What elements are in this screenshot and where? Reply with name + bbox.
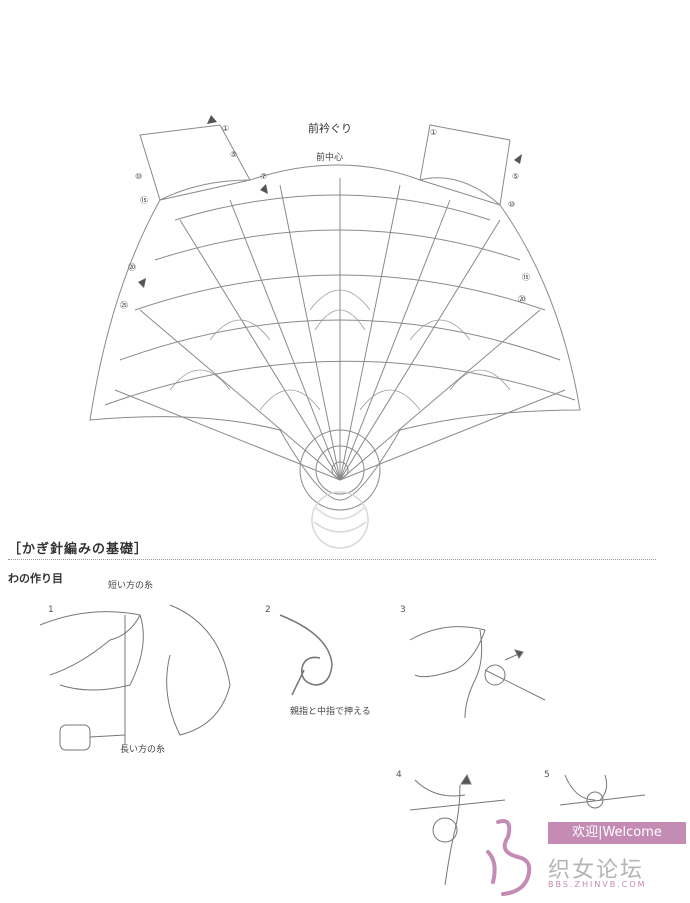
watermark-logo-icon <box>486 819 532 896</box>
center-front-label: 前中心 <box>316 153 344 163</box>
row-marker: ⑮ <box>140 196 148 205</box>
row-marker: ⑳ <box>518 295 526 304</box>
step-1-number: 1 <box>48 605 54 615</box>
step-5-illustration <box>559 774 646 809</box>
watermark-banner: 欢迎|Welcome <box>548 822 686 844</box>
row-marker: ⑩ <box>135 172 143 181</box>
row-marker: ⑤ <box>230 150 238 159</box>
step-3-illustration <box>409 626 546 719</box>
row-marker: ㉕ <box>120 301 128 310</box>
neckline-label: 前衿ぐり <box>308 122 352 135</box>
step-2-number: 2 <box>265 605 271 615</box>
row-marker: ⑦ <box>260 172 268 181</box>
row-marker: ⑮ <box>522 273 530 282</box>
step-4-illustration <box>409 773 506 886</box>
step-4-number: 4 <box>396 770 402 780</box>
step-2-note: 親指と中指で押える <box>290 707 371 717</box>
row-marker: ① <box>222 124 230 133</box>
row-marker: ⑩ <box>508 200 516 209</box>
watermark-name: 织女论坛 <box>548 858 645 883</box>
step-5-number: 5 <box>544 770 550 780</box>
row-marker: ⑳ <box>128 263 136 272</box>
watermark-url: BBS.ZHINVB.COM <box>548 880 647 889</box>
step-3-number: 3 <box>400 605 406 615</box>
crochet-chart-diagram <box>89 115 581 549</box>
section-title: ［かぎ針編みの基礎］ <box>8 542 149 557</box>
step-1-note-top: 短い方の糸 <box>108 581 154 591</box>
step-1-illustration <box>39 604 231 751</box>
section-divider <box>8 559 656 560</box>
step-2-illustration <box>279 614 333 696</box>
row-marker: ① <box>430 128 438 137</box>
row-marker: ⑤ <box>512 172 520 181</box>
subsection-title: わの作り目 <box>8 572 63 585</box>
step-1-note-bottom: 長い方の糸 <box>120 745 166 755</box>
